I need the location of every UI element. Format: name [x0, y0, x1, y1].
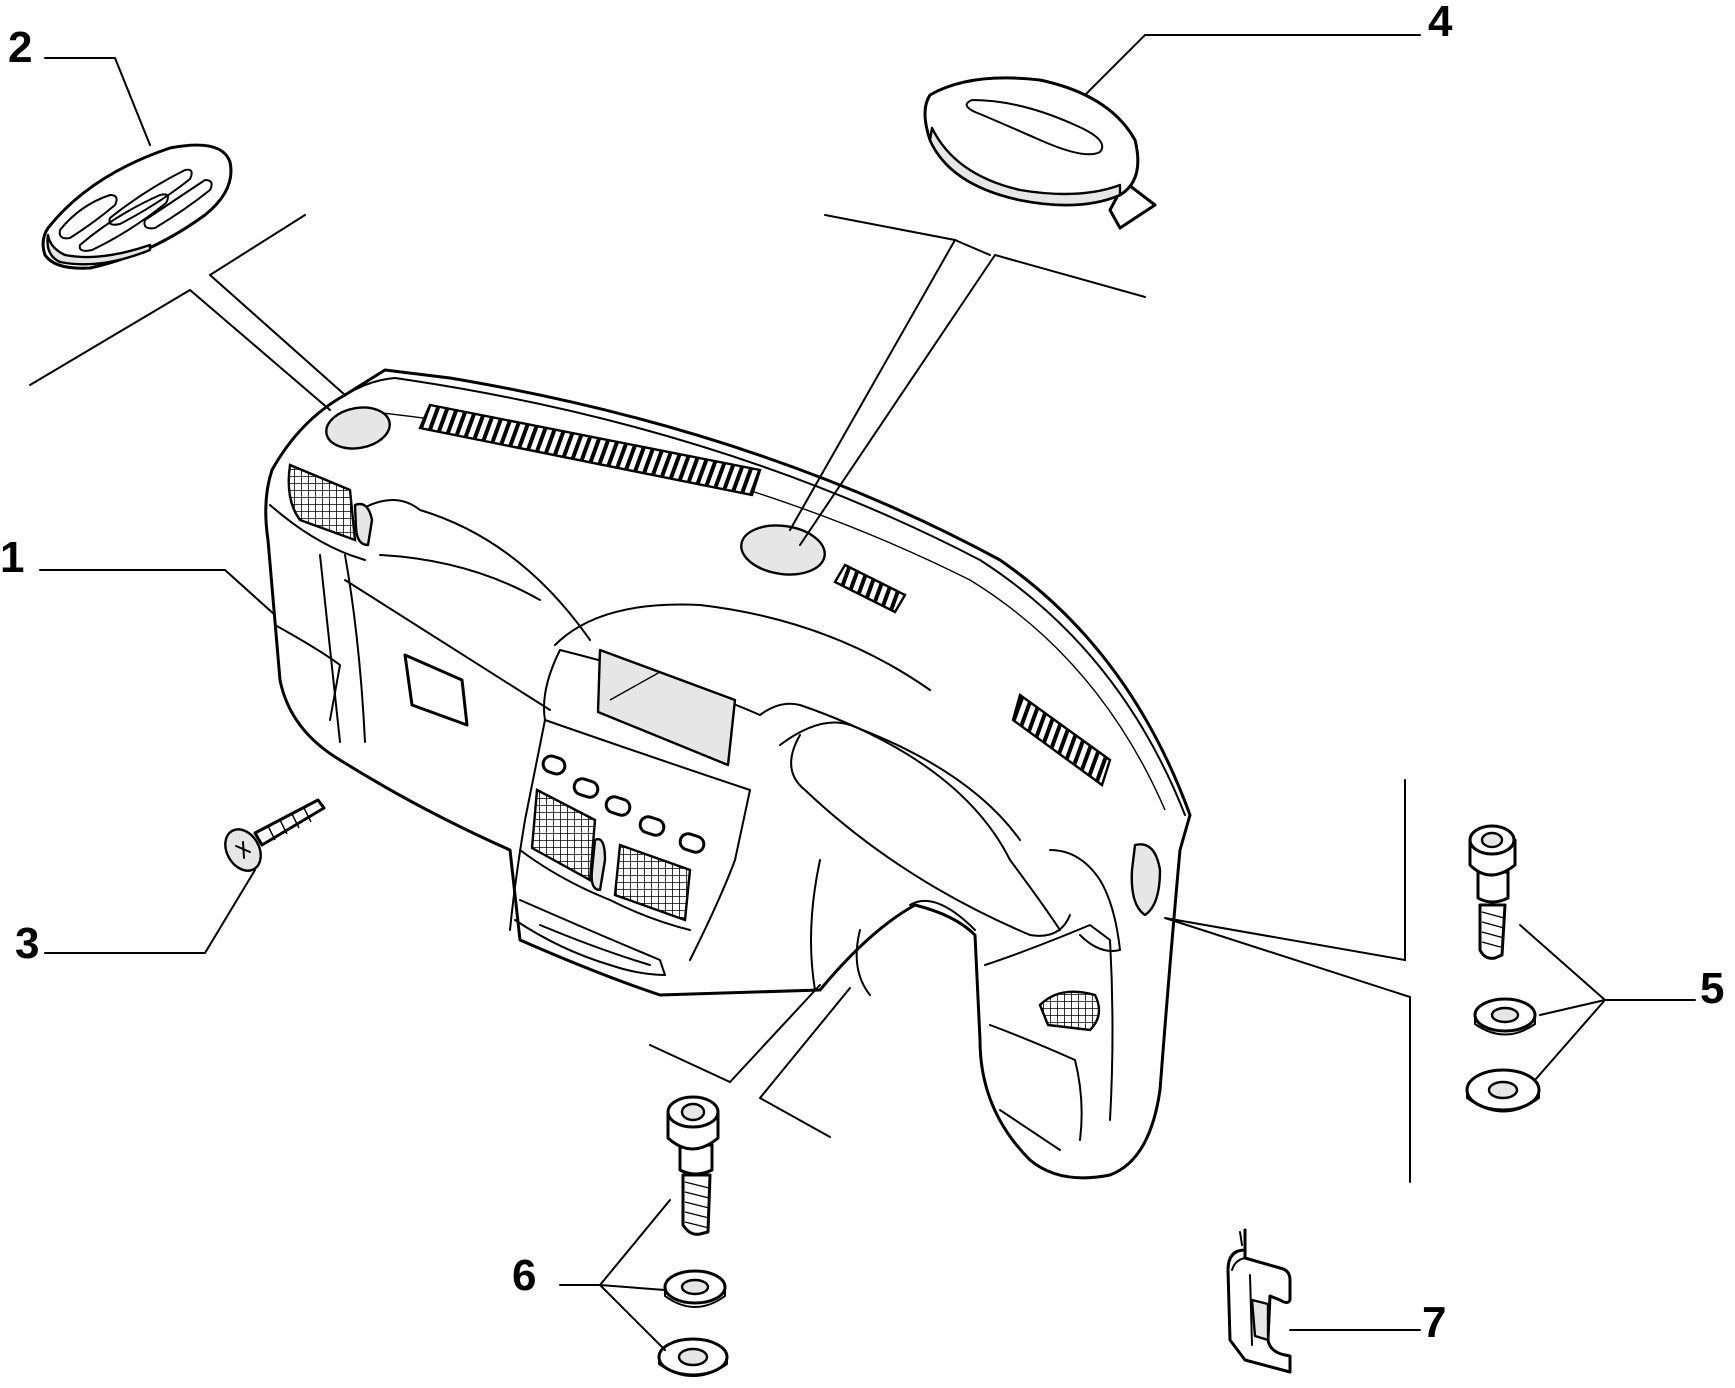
leader-1	[39, 569, 276, 616]
leader-5	[1519, 924, 1696, 1081]
bolt-washers-right[interactable]	[1465, 824, 1541, 1113]
leader-3	[44, 869, 256, 954]
callout-4: 4	[1428, 0, 1453, 46]
clip-part[interactable]	[1226, 1228, 1292, 1374]
leader-lines	[39, 34, 1696, 1351]
callout-3: 3	[15, 919, 39, 968]
callout-2: 2	[8, 23, 32, 72]
speaker-grille-center[interactable]	[923, 76, 1157, 230]
callout-7: 7	[1422, 1298, 1446, 1347]
reference-lines	[29, 214, 1411, 1183]
callout-labels: 1 2 3 4 5 6 7	[0, 0, 1724, 1347]
leader-2	[44, 57, 151, 146]
callout-1: 1	[0, 533, 24, 582]
speaker-grille-left[interactable]	[41, 143, 233, 270]
bolt-washers-bottom[interactable]	[657, 1095, 729, 1377]
dashboard-part[interactable]	[264, 368, 1192, 1180]
leader-4	[1084, 34, 1421, 96]
callout-6: 6	[512, 1251, 536, 1300]
screw-part[interactable]	[218, 798, 326, 877]
leader-6	[559, 1199, 671, 1351]
callout-5: 5	[1700, 964, 1724, 1013]
